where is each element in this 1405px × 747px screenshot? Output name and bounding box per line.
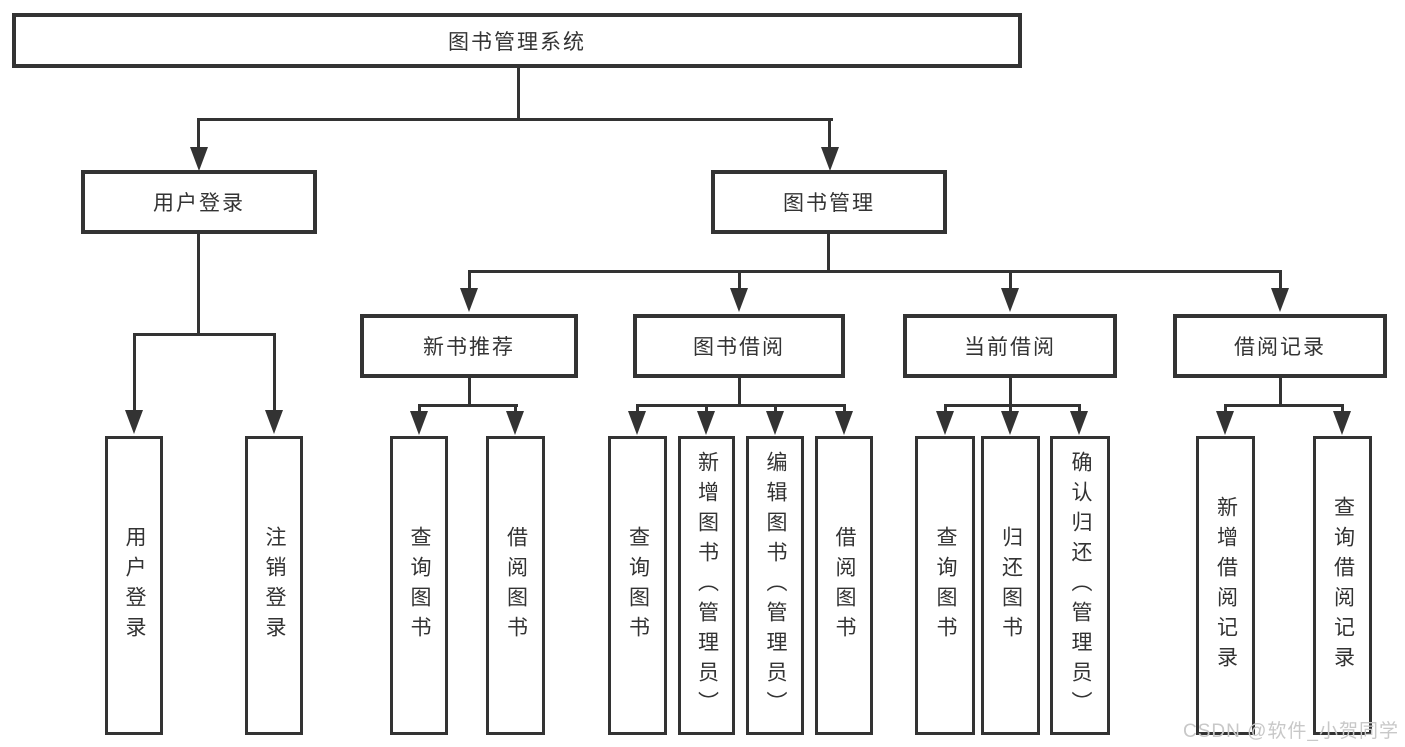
arrow-down-icon <box>730 288 748 312</box>
arrow-down-icon <box>1216 411 1234 435</box>
node-new-book-recommend: 新书推荐 <box>360 314 578 378</box>
connector-line <box>197 232 200 336</box>
arrow-down-icon <box>1001 288 1019 312</box>
node-library-system: 图书管理系统 <box>12 13 1022 68</box>
arrow-down-icon <box>835 411 853 435</box>
arrow-down-icon <box>1001 411 1019 435</box>
connector-line <box>944 404 947 414</box>
leaf-add-borrow-record: 新增借阅记录 <box>1196 436 1255 735</box>
connector-line <box>1078 404 1081 414</box>
leaf-user-login: 用户登录 <box>105 436 163 735</box>
leaf-query-borrow-record: 查询借阅记录 <box>1313 436 1372 735</box>
connector-line <box>944 404 1081 407</box>
connector-line <box>843 404 846 414</box>
arrow-down-icon <box>936 411 954 435</box>
arrow-down-icon <box>190 147 208 171</box>
connector-line <box>636 404 846 407</box>
connector-line <box>418 404 421 414</box>
connector-line <box>418 404 518 407</box>
connector-line <box>1009 376 1012 407</box>
connector-line <box>828 118 831 150</box>
connector-line <box>273 333 276 411</box>
leaf-recommend-query-books: 查询图书 <box>390 436 448 735</box>
arrow-down-icon <box>766 411 784 435</box>
leaf-current-query-books: 查询图书 <box>915 436 975 735</box>
connector-line <box>1009 270 1012 290</box>
connector-line <box>636 404 639 414</box>
arrow-down-icon <box>410 411 428 435</box>
arrow-down-icon <box>506 411 524 435</box>
connector-line <box>705 404 708 414</box>
connector-line <box>197 118 200 150</box>
leaf-add-book-admin: 新增图书（管理员） <box>678 436 735 735</box>
connector-line <box>133 333 276 336</box>
connector-line <box>1341 404 1344 414</box>
csdn-watermark: CSDN @软件_小贺同学 <box>1183 721 1399 742</box>
arrow-down-icon <box>1333 411 1351 435</box>
arrow-down-icon <box>1070 411 1088 435</box>
leaf-recommend-borrow-books: 借阅图书 <box>486 436 545 735</box>
node-borrow-records: 借阅记录 <box>1173 314 1387 378</box>
connector-line <box>1279 270 1282 290</box>
arrow-down-icon <box>125 410 143 434</box>
node-current-borrow: 当前借阅 <box>903 314 1117 378</box>
connector-line <box>133 333 136 411</box>
arrow-down-icon <box>265 410 283 434</box>
connector-line <box>468 270 471 290</box>
leaf-edit-book-admin: 编辑图书（管理员） <box>746 436 804 735</box>
connector-line <box>514 404 517 414</box>
connector-line <box>468 270 1282 273</box>
arrow-down-icon <box>821 147 839 171</box>
connector-line <box>1279 376 1282 407</box>
leaf-return-books: 归还图书 <box>981 436 1040 735</box>
arrow-down-icon <box>697 411 715 435</box>
leaf-logout-login: 注销登录 <box>245 436 303 735</box>
connector-line <box>827 232 830 273</box>
arrow-down-icon <box>460 288 478 312</box>
node-book-borrow: 图书借阅 <box>633 314 845 378</box>
node-book-management: 图书管理 <box>711 170 947 234</box>
connector-line <box>1224 404 1227 414</box>
leaf-borrow-query-books: 查询图书 <box>608 436 667 735</box>
leaf-confirm-return-admin: 确认归还（管理员） <box>1050 436 1110 735</box>
arrow-down-icon <box>628 411 646 435</box>
connector-line <box>738 376 741 407</box>
node-user-login: 用户登录 <box>81 170 317 234</box>
connector-line <box>738 270 741 290</box>
connector-line <box>774 404 777 414</box>
leaf-borrow-books: 借阅图书 <box>815 436 873 735</box>
connector-line <box>517 66 520 120</box>
connector-line <box>1224 404 1344 407</box>
connector-line <box>468 376 471 407</box>
connector-line <box>1009 404 1012 414</box>
connector-line <box>197 118 833 121</box>
arrow-down-icon <box>1271 288 1289 312</box>
